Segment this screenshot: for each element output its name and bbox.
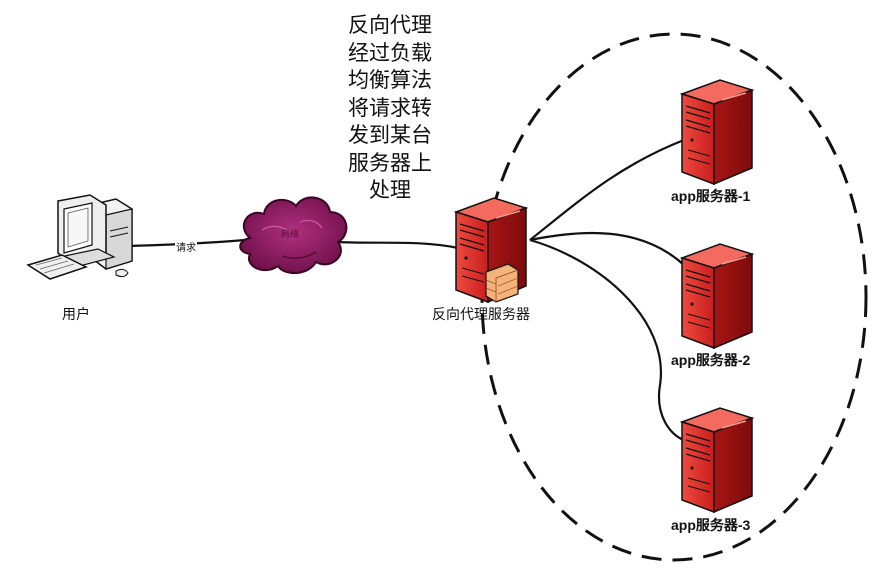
user-label: 用户 bbox=[62, 307, 90, 323]
app-server-3-icon bbox=[681, 407, 753, 513]
proxy-server-icon bbox=[455, 197, 527, 303]
app-server-2-icon bbox=[681, 243, 753, 349]
proxy-server-label: 反向代理服务器 bbox=[432, 307, 530, 323]
request-label: 请求 bbox=[175, 239, 197, 254]
note-line: 发到某台 bbox=[348, 123, 432, 147]
network-label: 网络 bbox=[281, 230, 300, 240]
network-cloud-icon bbox=[239, 196, 348, 274]
note-line: 处理 bbox=[369, 178, 411, 202]
firewall-icon bbox=[485, 263, 519, 303]
server-cluster-boundary bbox=[480, 32, 868, 562]
link-network-proxy bbox=[334, 240, 459, 250]
link-proxy-app3 bbox=[529, 238, 685, 442]
user-pc-icon bbox=[26, 194, 133, 280]
explanation-note: 反向代理 经过负载 均衡算法 将请求转 发到某台 服务器上 处理 bbox=[330, 12, 450, 205]
app-server-2-label: app服务器-2 bbox=[671, 352, 751, 368]
app-server-1-icon bbox=[681, 79, 753, 185]
note-line: 反向代理 bbox=[348, 13, 432, 37]
note-line: 服务器上 bbox=[348, 150, 432, 175]
app-server-1-label: app服务器-1 bbox=[671, 188, 751, 204]
note-line: 经过负载 bbox=[348, 40, 432, 65]
note-line: 均衡算法 bbox=[348, 68, 432, 92]
link-proxy-app1 bbox=[529, 138, 685, 241]
link-proxy-app2 bbox=[529, 231, 685, 266]
note-line: 将请求转 bbox=[348, 95, 432, 120]
app-server-3-label: app服务器-3 bbox=[671, 517, 751, 533]
